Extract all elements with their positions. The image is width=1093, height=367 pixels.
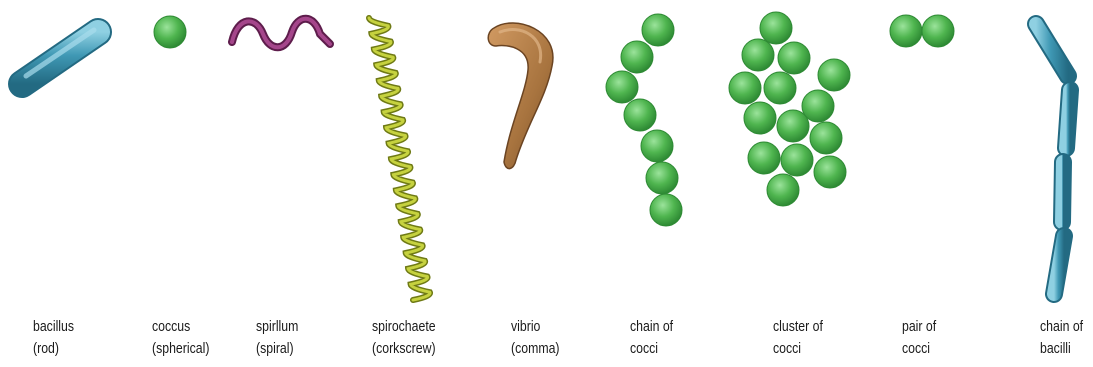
pair-of-cocci-shape: [890, 15, 954, 47]
bacillus-shape: [22, 30, 98, 84]
label-pair-of-cocci-line1: pair of: [902, 316, 936, 338]
chain-of-cocci-shape: [606, 14, 682, 226]
label-chain-of-cocci-line2: cocci: [630, 338, 673, 360]
label-coccus: coccus (spherical): [152, 316, 209, 360]
label-pair-of-cocci: pair of cocci: [902, 316, 936, 360]
label-cluster-of-cocci: cluster of cocci: [773, 316, 823, 360]
label-cluster-of-cocci-line1: cluster of: [773, 316, 823, 338]
label-bacillus-line1: bacillus: [33, 316, 74, 338]
label-vibrio-line1: vibrio: [511, 316, 560, 338]
label-spirillum: spirllum (spiral): [256, 316, 298, 360]
label-bacillus: bacillus (rod): [33, 316, 74, 360]
label-chain-of-bacilli-line2: bacilli: [1040, 338, 1083, 360]
cluster-of-cocci-shape: [729, 12, 850, 206]
label-coccus-line1: coccus: [152, 316, 209, 338]
label-spirochaete-line1: spirochaete: [372, 316, 436, 338]
label-vibrio-line2: (comma): [511, 338, 560, 360]
spirochaete-shape: [369, 18, 430, 300]
vibrio-shape: [488, 23, 553, 169]
label-coccus-line2: (spherical): [152, 338, 209, 360]
label-spirochaete-line2: (corkscrew): [372, 338, 436, 360]
label-pair-of-cocci-line2: cocci: [902, 338, 936, 360]
chain-of-bacilli-shape: [1036, 24, 1070, 294]
label-chain-of-bacilli: chain of bacilli: [1040, 316, 1083, 360]
label-cluster-of-cocci-line2: cocci: [773, 338, 823, 360]
label-chain-of-cocci-line1: chain of: [630, 316, 673, 338]
label-spirochaete: spirochaete (corkscrew): [372, 316, 436, 360]
label-vibrio: vibrio (comma): [511, 316, 560, 360]
label-chain-of-bacilli-line1: chain of: [1040, 316, 1083, 338]
label-spirillum-line2: (spiral): [256, 338, 298, 360]
coccus-shape: [154, 16, 186, 48]
spirillum-shape: [232, 19, 330, 48]
label-chain-of-cocci: chain of cocci: [630, 316, 673, 360]
label-bacillus-line2: (rod): [33, 338, 74, 360]
label-spirillum-line1: spirllum: [256, 316, 298, 338]
